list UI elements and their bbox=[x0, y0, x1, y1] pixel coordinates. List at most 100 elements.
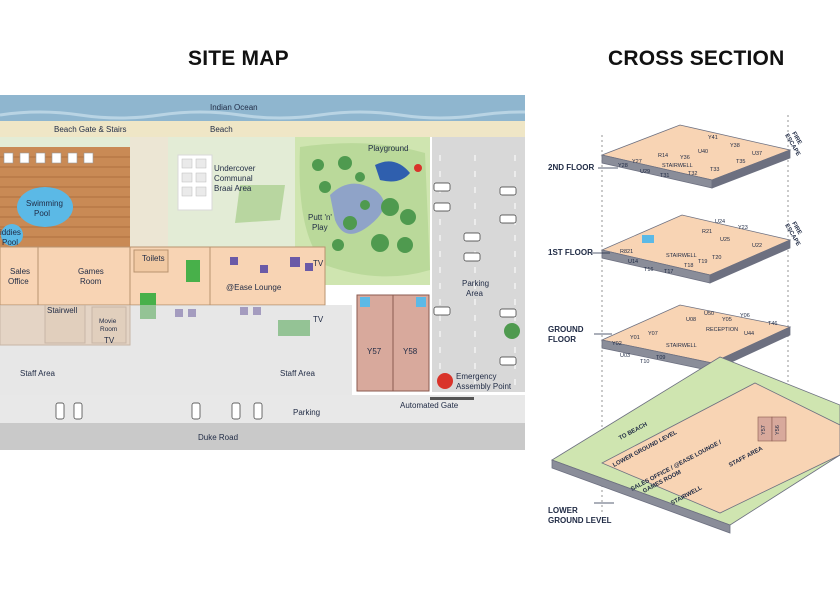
kiddies-pool-label-2: Pool bbox=[2, 238, 18, 247]
unit-label: T10 bbox=[640, 359, 649, 365]
beach-strip bbox=[0, 121, 525, 137]
unit-label: U03 bbox=[620, 353, 630, 359]
putt-label-1: Putt 'n' bbox=[308, 213, 332, 222]
playground-label: Playground bbox=[368, 144, 408, 153]
cross-section: 2ND FLOOR 1ST FLOOR GROUND FLOOR LOWER G… bbox=[548, 115, 840, 534]
first-floor bbox=[600, 214, 792, 284]
label-lower-1: LOWER bbox=[548, 506, 578, 515]
unit-label: U44 bbox=[744, 331, 754, 337]
unit-label: Y06 bbox=[740, 313, 750, 319]
parking-area-label-1: Parking bbox=[462, 279, 489, 288]
stairwell-label: STAIRWELL bbox=[666, 343, 697, 349]
games-label-2: Room bbox=[80, 277, 102, 286]
unit-label: R821 bbox=[620, 249, 633, 255]
unit-label: U08 bbox=[686, 317, 696, 323]
unit-label: R14 bbox=[658, 153, 668, 159]
beach-gate-label: Beach Gate & Stairs bbox=[54, 125, 126, 134]
unit-label: T16 bbox=[644, 267, 653, 273]
beach-label: Beach bbox=[210, 125, 233, 134]
label-2nd-floor: 2ND FLOOR bbox=[548, 163, 594, 172]
unit-y57 bbox=[356, 294, 394, 392]
unit-label: U24 bbox=[715, 219, 725, 225]
stairwell-label: STAIRWELL bbox=[662, 163, 693, 169]
ground-floor bbox=[600, 304, 792, 372]
unit-label: Y23 bbox=[738, 225, 748, 231]
staff-area bbox=[0, 305, 352, 395]
indian-ocean-label: Indian Ocean bbox=[210, 103, 258, 112]
parking-label: Parking bbox=[293, 408, 320, 417]
unit-label: U14 bbox=[628, 259, 638, 265]
unit-label: Y27 bbox=[632, 159, 642, 165]
reception-label: RECEPTION bbox=[706, 327, 738, 333]
lower-unit-y56 bbox=[771, 416, 787, 442]
stairwell-label: Stairwell bbox=[47, 306, 77, 315]
staff-area-label-2: Staff Area bbox=[280, 369, 316, 378]
unit-label: Y56 bbox=[775, 425, 781, 435]
unit-label: Y38 bbox=[730, 143, 740, 149]
site-map-title: SITE MAP bbox=[188, 47, 289, 70]
games-label-1: Games bbox=[78, 267, 104, 276]
gate-bar bbox=[430, 397, 474, 400]
emergency-icon bbox=[437, 373, 453, 389]
unit-label: Y57 bbox=[761, 425, 767, 435]
unit-label: U40 bbox=[698, 149, 708, 155]
site-map: Indian Ocean Beach Gate & Stairs Beach P… bbox=[0, 95, 525, 450]
tv-label-3: TV bbox=[104, 336, 115, 345]
pool-label-1: Swimming bbox=[26, 199, 63, 208]
unit-label: T31 bbox=[660, 173, 669, 179]
movie-label-2: Room bbox=[100, 326, 117, 333]
parking-area-label-2: Area bbox=[466, 289, 483, 298]
unit-y58 bbox=[392, 294, 430, 392]
label-lower-2: GROUND LEVEL bbox=[548, 516, 612, 525]
unit-label: Y36 bbox=[680, 155, 690, 161]
unit-label: U50 bbox=[704, 311, 714, 317]
braai-label-1: Undercover bbox=[214, 164, 256, 173]
pool-label-2: Pool bbox=[34, 209, 50, 218]
lounge-label: @Ease Lounge bbox=[226, 283, 282, 292]
duke-road-label: Duke Road bbox=[198, 433, 238, 442]
label-1st-floor: 1ST FLOOR bbox=[548, 248, 593, 257]
braai-label-2: Communal bbox=[214, 174, 253, 183]
stairwell-label: STAIRWELL bbox=[666, 253, 697, 259]
y58-label: Y58 bbox=[403, 347, 418, 356]
label-ground-1: GROUND bbox=[548, 325, 584, 334]
toilets-label: Toilets bbox=[142, 254, 165, 263]
swimming-pool bbox=[17, 187, 73, 227]
label-ground-2: FLOOR bbox=[548, 335, 576, 344]
sales-label-1: Sales bbox=[10, 267, 30, 276]
movie-label-1: Movie bbox=[99, 318, 117, 325]
unit-label: T32 bbox=[688, 171, 697, 177]
second-floor bbox=[600, 124, 792, 189]
kiddies-pool-label-1: iddies bbox=[0, 228, 21, 237]
tv-label-1: TV bbox=[313, 259, 324, 268]
duke-road bbox=[0, 423, 525, 450]
emergency-label-2: Assembly Point bbox=[456, 382, 512, 391]
unit-label: T09 bbox=[656, 355, 665, 361]
unit-label: T20 bbox=[712, 255, 721, 261]
games-table bbox=[186, 260, 200, 282]
lower-ground-level bbox=[551, 356, 840, 534]
toilets bbox=[133, 249, 169, 273]
y57-label: Y57 bbox=[367, 347, 382, 356]
staff-area-label-1: Staff Area bbox=[20, 369, 56, 378]
kiddies-pool bbox=[1, 224, 23, 246]
braai-label-3: Braai Area bbox=[214, 184, 252, 193]
unit-label: Y05 bbox=[722, 317, 732, 323]
deck-path bbox=[130, 137, 168, 247]
tv-label-2: TV bbox=[313, 315, 324, 324]
wave-line bbox=[0, 110, 525, 120]
unit-label: T46 bbox=[768, 321, 777, 327]
unit-label: Y01 bbox=[630, 335, 640, 341]
playground-marker bbox=[414, 164, 422, 172]
unit-label: R21 bbox=[702, 229, 712, 235]
unit-label: U22 bbox=[752, 243, 762, 249]
unit-label: Y28 bbox=[618, 163, 628, 169]
unit-label: Y41 bbox=[708, 135, 718, 141]
unit-label: T33 bbox=[710, 167, 719, 173]
unit-label: U25 bbox=[720, 237, 730, 243]
putt-label-2: Play bbox=[312, 223, 328, 232]
unit-label: U29 bbox=[640, 169, 650, 175]
cross-section-title: CROSS SECTION bbox=[608, 47, 785, 70]
unit-label: U37 bbox=[752, 151, 762, 157]
sales-label-2: Office bbox=[8, 277, 29, 286]
